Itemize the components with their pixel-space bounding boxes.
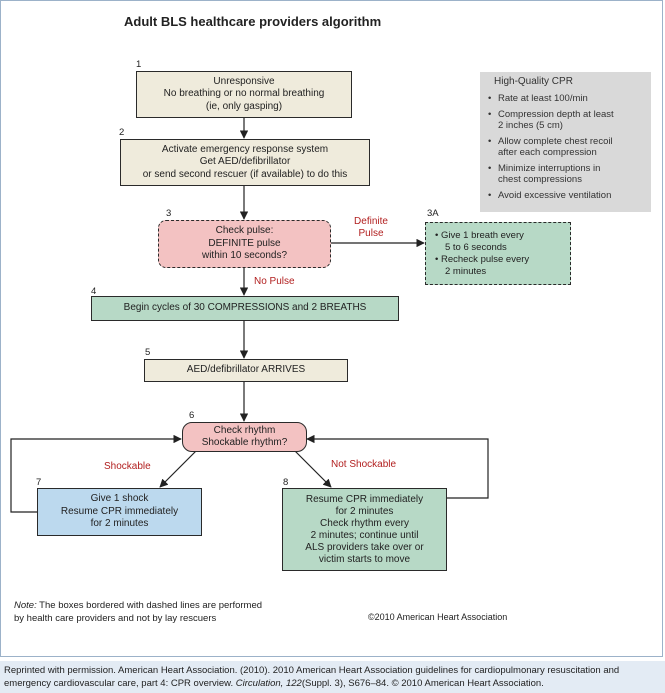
step-number-3a: 3A bbox=[427, 208, 439, 219]
step-3a-line: 5 to 6 seconds bbox=[445, 241, 507, 253]
step-8-line: 2 minutes; continue until bbox=[310, 529, 419, 541]
hq-item-text: 2 inches (5 cm) bbox=[498, 120, 563, 131]
bullet-icon: • bbox=[435, 253, 439, 265]
citation-journal: Circulation, 122 bbox=[235, 678, 302, 689]
note-text: The boxes bordered with dashed lines are… bbox=[36, 600, 263, 611]
loop-8-6 bbox=[306, 434, 489, 499]
hq-item-text: Minimize interruptions in bbox=[498, 163, 601, 174]
hq-item-text: chest compressions bbox=[498, 174, 582, 185]
step-8-line: ALS providers take over or bbox=[305, 541, 424, 553]
step-number-8: 8 bbox=[283, 477, 289, 488]
step-8-line: Resume CPR immediately bbox=[305, 493, 424, 505]
bullet-icon: • bbox=[488, 136, 492, 147]
note-label: Note: bbox=[14, 600, 37, 611]
step-7-box: Give 1 shock Resume CPR immediately for … bbox=[37, 488, 202, 536]
step-1-line: Unresponsive bbox=[213, 75, 275, 87]
bullet-icon: • bbox=[435, 229, 439, 241]
step-number-1: 1 bbox=[136, 59, 142, 70]
flow-arrows bbox=[10, 118, 489, 513]
step-3a-text: Recheck pulse every bbox=[440, 253, 530, 265]
step-3-box: Check pulse: DEFINITE pulse within 10 se… bbox=[158, 220, 331, 268]
bullet-icon: • bbox=[488, 93, 492, 104]
step-2-box: Activate emergency response system Get A… bbox=[120, 139, 370, 186]
hq-item-text: Rate at least 100/min bbox=[498, 93, 588, 104]
step-6-line: Shockable rhythm? bbox=[201, 437, 288, 448]
step-1-line: (ie, only gasping) bbox=[205, 100, 283, 112]
step-2-line: or send second rescuer (if available) to… bbox=[142, 168, 348, 180]
step-3a-line: • Give 1 breath every bbox=[435, 230, 524, 242]
arrow-6-7 bbox=[159, 450, 197, 488]
bullet-icon: • bbox=[488, 190, 492, 201]
step-6-box: Check rhythm Shockable rhythm? bbox=[182, 422, 307, 452]
arrow-6-8 bbox=[294, 450, 332, 488]
step-3-line: Check pulse: bbox=[215, 225, 274, 237]
bullet-icon: • bbox=[488, 163, 492, 174]
hq-item-text: Avoid excessive ventilation bbox=[498, 190, 612, 201]
hq-item: • Avoid excessive ventilation bbox=[488, 190, 645, 201]
definite-pulse-label: Definite Pulse bbox=[347, 216, 395, 240]
citation-line: emergency cardiovascular care, part 4: C… bbox=[4, 678, 236, 689]
high-quality-cpr-panel: High-Quality CPR • Rate at least 100/min … bbox=[480, 72, 651, 212]
shockable-label: Shockable bbox=[104, 461, 151, 472]
hq-list: • Rate at least 100/min • Compression dept… bbox=[488, 93, 645, 201]
citation-line: Reprinted with permission. American Hear… bbox=[4, 665, 620, 676]
step-number-4: 4 bbox=[91, 286, 97, 297]
step-3-line: within 10 seconds? bbox=[201, 250, 288, 262]
step-7-line: for 2 minutes bbox=[90, 518, 149, 530]
step-5-line: AED/defibrillator ARRIVES bbox=[186, 364, 306, 376]
no-pulse-label: No Pulse bbox=[254, 276, 295, 287]
step-number-6: 6 bbox=[189, 410, 195, 421]
not-shockable-label: Not Shockable bbox=[331, 459, 397, 470]
definite-pulse-label-line: Definite bbox=[354, 216, 388, 227]
step-8-line: victim starts to move bbox=[318, 553, 411, 565]
hq-item-text: Allow complete chest recoil bbox=[498, 136, 613, 147]
step-number-3: 3 bbox=[166, 208, 172, 219]
step-2-line: Activate emergency response system bbox=[161, 143, 329, 155]
hq-title: High-Quality CPR bbox=[494, 76, 573, 87]
definite-pulse-label-line: Pulse bbox=[358, 228, 384, 239]
step-8-line: for 2 minutes bbox=[335, 505, 394, 517]
dashed-box-note: Note: The boxes bordered with dashed lin… bbox=[14, 600, 262, 625]
hq-item-text: after each compression bbox=[498, 147, 597, 158]
copyright-notice: ©2010 American Heart Association bbox=[368, 612, 508, 622]
step-6-line: Check rhythm bbox=[213, 425, 276, 436]
hq-item-text: Compression depth at least bbox=[498, 109, 614, 120]
step-1-line: No breathing or no normal breathing bbox=[163, 88, 325, 100]
citation-line: (Suppl. 3), S676–84. © 2010 American Hea… bbox=[301, 678, 544, 689]
loop-7-6 bbox=[10, 434, 182, 513]
step-number-7: 7 bbox=[36, 477, 42, 488]
step-2-line: Get AED/defibrillator bbox=[199, 156, 291, 168]
step-3a-text: Give 1 breath every bbox=[440, 229, 524, 241]
step-3a-line: • Recheck pulse every bbox=[435, 254, 529, 266]
step-number-2: 2 bbox=[119, 127, 125, 138]
hq-item: • Rate at least 100/min bbox=[488, 93, 645, 104]
step-3a-line: 2 minutes bbox=[445, 265, 487, 277]
algorithm-title: Adult BLS healthcare providers algorithm bbox=[124, 14, 382, 29]
bullet-icon: • bbox=[488, 109, 492, 120]
step-7-line: Resume CPR immediately bbox=[60, 505, 179, 517]
step-8-line: Check rhythm every bbox=[320, 517, 409, 529]
step-1-box: Unresponsive No breathing or no normal b… bbox=[136, 71, 352, 118]
step-5-box: AED/defibrillator ARRIVES bbox=[144, 359, 348, 382]
step-3-line: DEFINITE pulse bbox=[208, 237, 281, 249]
step-3a-box: • Give 1 breath every 5 to 6 seconds • R… bbox=[425, 222, 571, 285]
step-4-line: Begin cycles of 30 COMPRESSIONS and 2 BR… bbox=[123, 302, 367, 314]
note-text: by health care providers and not by lay … bbox=[14, 612, 217, 624]
citation-footer: Reprinted with permission. American Hear… bbox=[0, 661, 665, 693]
step-number-5: 5 bbox=[145, 347, 151, 358]
step-7-line: Give 1 shock bbox=[90, 493, 149, 505]
step-8-box: Resume CPR immediately for 2 minutes Che… bbox=[282, 488, 447, 571]
step-4-box: Begin cycles of 30 COMPRESSIONS and 2 BR… bbox=[91, 296, 399, 321]
